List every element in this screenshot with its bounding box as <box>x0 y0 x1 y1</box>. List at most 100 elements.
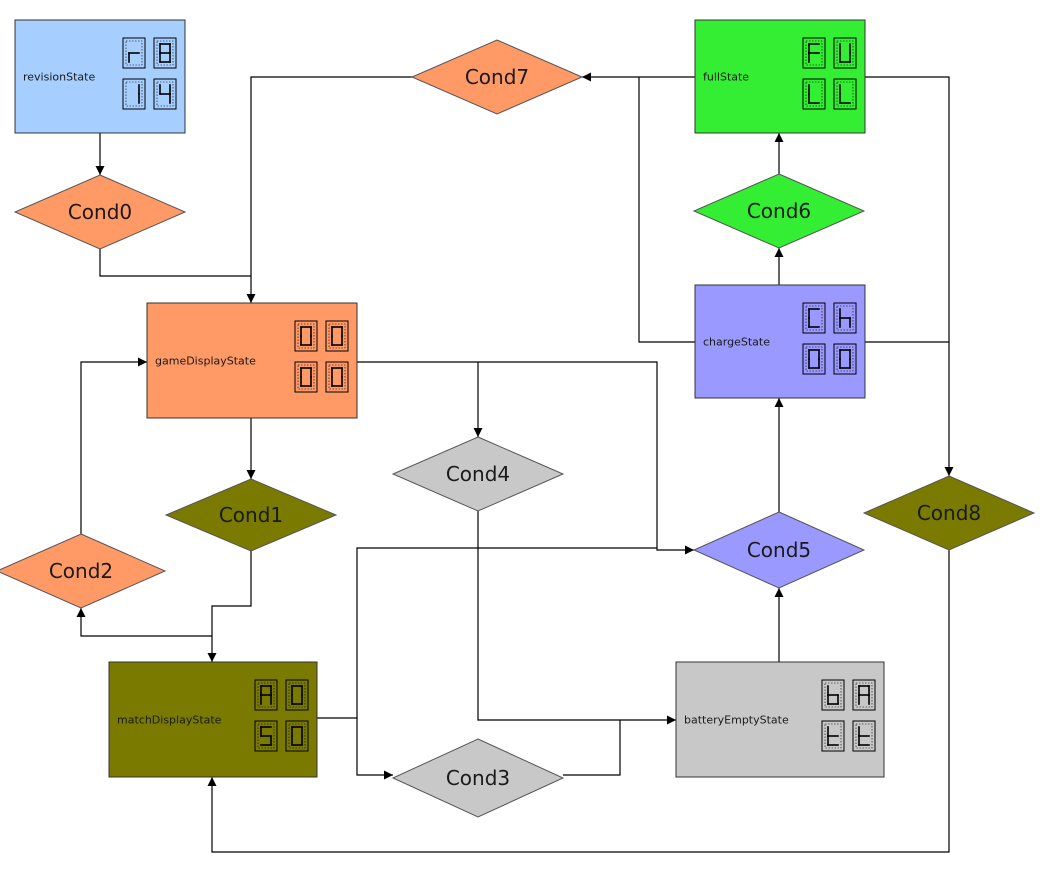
digit-frame <box>325 361 349 393</box>
digit-2 <box>285 679 309 711</box>
digit-frame <box>802 37 826 69</box>
digit-4 <box>833 343 857 375</box>
digit-1 <box>294 320 318 352</box>
state-label: batteryEmptyState <box>684 714 789 727</box>
digit-1 <box>802 37 826 69</box>
condition-diamond <box>13 174 187 250</box>
edge-arrow <box>357 361 694 555</box>
condition-label: Cond3 <box>446 766 510 790</box>
digit-inner-frame <box>805 305 823 331</box>
digit-4 <box>153 78 177 110</box>
condition-cond8: Cond8 <box>862 475 1036 551</box>
digit-frame <box>294 320 318 352</box>
condition-cond5: Cond5 <box>692 511 866 589</box>
edge-arrow <box>563 720 621 776</box>
digit-1 <box>122 37 146 69</box>
state-box <box>146 302 358 419</box>
digit-inner-frame <box>805 81 823 107</box>
digit-3 <box>802 343 826 375</box>
edge-arrow <box>99 249 251 277</box>
digit-inner-frame <box>805 40 823 66</box>
digit-inner-frame <box>156 81 174 107</box>
digit-inner-frame <box>328 364 346 390</box>
condition-diamond <box>862 475 1036 551</box>
digit-3 <box>802 78 826 110</box>
digit-inner-frame <box>125 81 143 107</box>
digit-2 <box>833 37 857 69</box>
digit-inner-frame <box>855 723 873 749</box>
digit-inner-frame <box>257 723 275 749</box>
condition-cond7: Cond7 <box>410 39 584 115</box>
condition-diamond <box>0 533 167 609</box>
condition-diamond <box>692 511 866 589</box>
digit-frame <box>852 720 876 752</box>
digit-2 <box>325 320 349 352</box>
digit-frame <box>285 679 309 711</box>
digit-inner-frame <box>288 723 306 749</box>
digit-2 <box>852 679 876 711</box>
digit-frame <box>294 361 318 393</box>
state-box <box>14 19 186 134</box>
digit-frame <box>833 78 857 110</box>
edge-arrow <box>207 550 950 853</box>
digit-inner-frame <box>805 346 823 372</box>
digit-frame <box>802 78 826 110</box>
condition-label: Cond2 <box>49 559 113 583</box>
edge-arrow <box>207 551 252 662</box>
edge-arrow <box>76 608 212 637</box>
state-label: gameDisplayState <box>155 355 256 368</box>
seven-segment-display <box>122 37 177 110</box>
edge-arrow <box>638 77 695 343</box>
digit-inner-frame <box>824 682 842 708</box>
digit-frame <box>254 720 278 752</box>
digit-4 <box>833 78 857 110</box>
digit-frame <box>153 37 177 69</box>
state-fullState: fullState <box>694 19 866 134</box>
digit-inner-frame <box>836 81 854 107</box>
seven-segment-display <box>802 302 857 375</box>
digit-inner-frame <box>297 323 315 349</box>
digit-1 <box>254 679 278 711</box>
condition-diamond <box>692 173 866 249</box>
state-box <box>108 661 318 778</box>
digit-inner-frame <box>328 323 346 349</box>
digit-inner-frame <box>836 40 854 66</box>
condition-diamond <box>391 436 565 512</box>
edge-arrow <box>865 76 954 476</box>
digit-inner-frame <box>257 682 275 708</box>
condition-label: Cond8 <box>917 501 981 525</box>
condition-diamond <box>391 738 565 818</box>
edge-arrow <box>477 511 676 725</box>
digit-3 <box>294 361 318 393</box>
digit-frame <box>821 679 845 711</box>
state-chargeState: chargeState <box>694 284 866 399</box>
condition-label: Cond0 <box>68 200 132 224</box>
edge-arrow <box>356 718 393 780</box>
state-label: chargeState <box>703 336 770 349</box>
condition-cond4: Cond4 <box>391 436 565 512</box>
digit-3 <box>821 720 845 752</box>
condition-cond6: Cond6 <box>692 173 866 249</box>
seven-segment-display <box>254 679 309 752</box>
state-label: matchDisplayState <box>117 714 222 727</box>
digit-frame <box>802 343 826 375</box>
digit-frame <box>821 720 845 752</box>
seven-segment-display <box>294 320 349 393</box>
condition-diamond <box>164 478 338 552</box>
digit-inner-frame <box>836 346 854 372</box>
state-box <box>694 19 866 134</box>
seven-segment-display <box>821 679 876 752</box>
digit-2 <box>833 302 857 334</box>
condition-label: Cond7 <box>465 65 529 89</box>
digit-frame <box>153 78 177 110</box>
state-revisionState: revisionState <box>14 19 186 134</box>
state-gameDisplayState: gameDisplayState <box>146 302 358 419</box>
digit-1 <box>821 679 845 711</box>
digit-inner-frame <box>156 40 174 66</box>
condition-label: Cond1 <box>219 503 283 527</box>
state-box <box>694 284 866 399</box>
digit-inner-frame <box>288 682 306 708</box>
digit-frame <box>833 343 857 375</box>
